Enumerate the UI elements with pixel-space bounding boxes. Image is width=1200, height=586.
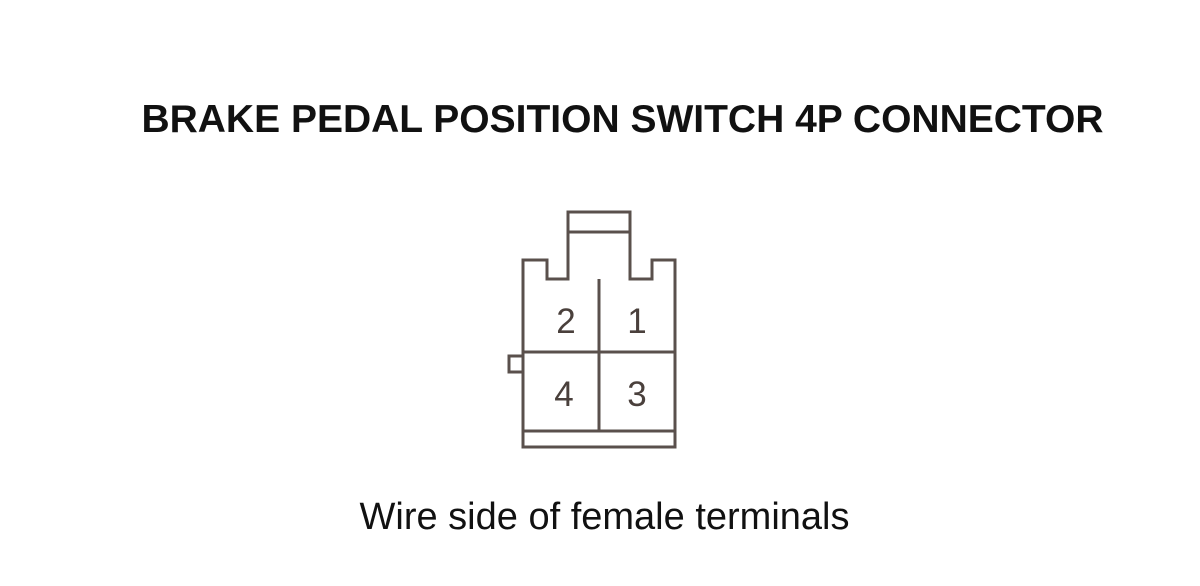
side-key [507, 354, 525, 374]
diagram-caption: Wire side of female terminals [359, 496, 850, 538]
pin-label-3: 3 [627, 375, 646, 414]
housing-outline [521, 210, 677, 449]
pin-label-4: 4 [554, 375, 573, 414]
pin-label-1: 1 [627, 302, 646, 341]
pin-label-2: 2 [556, 302, 575, 341]
connector-housing [507, 210, 677, 449]
diagram-title: BRAKE PEDAL POSITION SWITCH 4P CONNECTOR [141, 98, 1104, 141]
